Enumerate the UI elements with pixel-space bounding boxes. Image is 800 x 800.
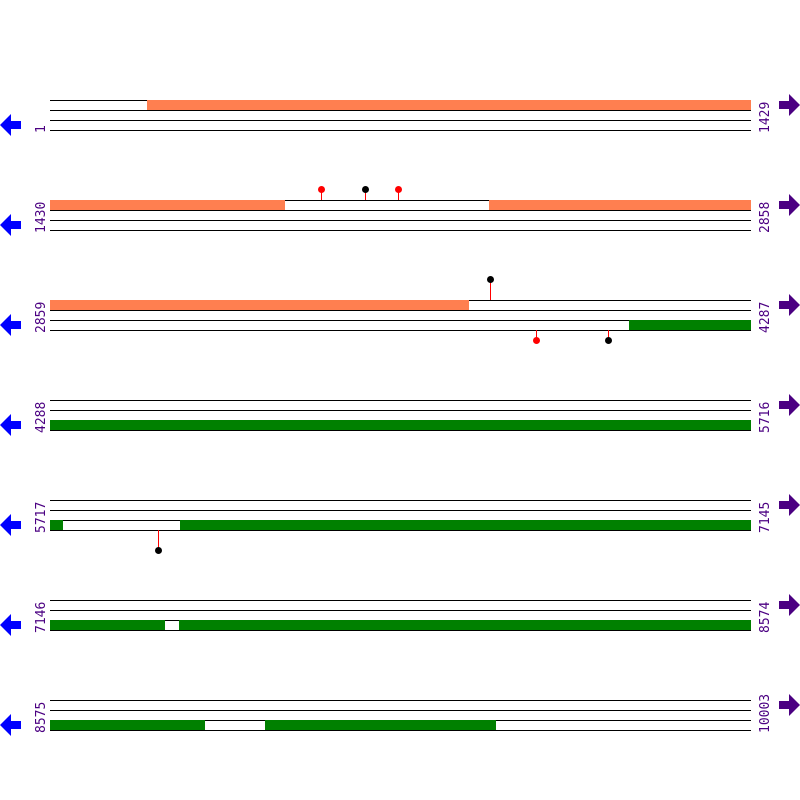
strand-line bbox=[50, 400, 751, 401]
strand-line bbox=[50, 330, 751, 331]
strand-line bbox=[50, 500, 751, 501]
start-position-label: 1 bbox=[34, 125, 49, 133]
pin-stem bbox=[321, 190, 322, 200]
feature-green[interactable] bbox=[629, 320, 751, 330]
end-position-label: 7145 bbox=[758, 501, 773, 533]
arrow-right-icon[interactable] bbox=[779, 394, 800, 416]
strand-line bbox=[50, 320, 751, 321]
feature-green[interactable] bbox=[180, 520, 751, 530]
site-marker-red[interactable] bbox=[318, 186, 325, 193]
start-position-label: 8575 bbox=[34, 701, 49, 733]
arrow-right-icon[interactable] bbox=[779, 694, 800, 716]
feature-green[interactable] bbox=[50, 620, 165, 630]
strand-line bbox=[50, 120, 751, 121]
pin-stem bbox=[490, 280, 491, 300]
strand-line bbox=[50, 230, 751, 231]
strand-line bbox=[50, 610, 751, 611]
arrow-left-icon[interactable] bbox=[0, 114, 22, 136]
feature-orange[interactable] bbox=[147, 100, 751, 110]
pin-stem bbox=[365, 190, 366, 200]
feature-orange[interactable] bbox=[489, 200, 751, 210]
arrow-left-icon[interactable] bbox=[0, 514, 22, 536]
end-position-label: 2858 bbox=[758, 201, 773, 233]
pin-stem bbox=[536, 330, 537, 340]
arrow-left-icon[interactable] bbox=[0, 614, 22, 636]
strand-line bbox=[50, 110, 751, 111]
pin-stem bbox=[608, 330, 609, 340]
strand-line bbox=[50, 310, 751, 311]
end-position-label: 5716 bbox=[758, 401, 773, 433]
feature-green[interactable] bbox=[265, 720, 496, 730]
strand-line bbox=[50, 530, 751, 531]
feature-orange[interactable] bbox=[50, 200, 285, 210]
sequence-row-6 bbox=[0, 600, 800, 660]
arrow-right-icon[interactable] bbox=[779, 494, 800, 516]
strand-line bbox=[50, 700, 751, 701]
feature-green[interactable] bbox=[50, 420, 751, 430]
sequence-row-7 bbox=[0, 700, 800, 760]
sequence-row-5 bbox=[0, 500, 800, 560]
end-position-label: 10003 bbox=[758, 693, 773, 733]
arrow-right-icon[interactable] bbox=[779, 594, 800, 616]
feature-green[interactable] bbox=[50, 520, 63, 530]
strand-line bbox=[50, 220, 751, 221]
site-marker-black[interactable] bbox=[605, 337, 612, 344]
start-position-label: 7146 bbox=[34, 601, 49, 633]
sequence-row-3 bbox=[0, 276, 800, 360]
site-marker-red[interactable] bbox=[395, 186, 402, 193]
strand-line bbox=[50, 710, 751, 711]
strand-line bbox=[50, 210, 751, 211]
sequence-row-1 bbox=[0, 100, 800, 160]
sequence-row-4 bbox=[0, 400, 800, 460]
arrow-left-icon[interactable] bbox=[0, 214, 22, 236]
feature-orange[interactable] bbox=[50, 300, 469, 310]
arrow-right-icon[interactable] bbox=[779, 294, 800, 316]
feature-green[interactable] bbox=[50, 720, 205, 730]
strand-line bbox=[50, 410, 751, 411]
end-position-label: 4287 bbox=[758, 301, 773, 333]
strand-line bbox=[50, 510, 751, 511]
arrow-right-icon[interactable] bbox=[779, 94, 800, 116]
strand-line bbox=[50, 430, 751, 431]
start-position-label: 5717 bbox=[34, 501, 49, 533]
site-marker-red[interactable] bbox=[533, 337, 540, 344]
site-marker-black[interactable] bbox=[362, 186, 369, 193]
strand-line bbox=[50, 600, 751, 601]
feature-green[interactable] bbox=[179, 620, 751, 630]
strand-line bbox=[50, 200, 751, 201]
end-position-label: 1429 bbox=[758, 101, 773, 133]
arrow-right-icon[interactable] bbox=[779, 194, 800, 216]
strand-line bbox=[50, 730, 751, 731]
strand-line bbox=[50, 130, 751, 131]
start-position-label: 4288 bbox=[34, 401, 49, 433]
end-position-label: 8574 bbox=[758, 601, 773, 633]
start-position-label: 1430 bbox=[34, 201, 49, 233]
sequence-row-2 bbox=[0, 186, 800, 260]
site-marker-black[interactable] bbox=[487, 276, 494, 283]
arrow-left-icon[interactable] bbox=[0, 714, 22, 736]
start-position-label: 2859 bbox=[34, 301, 49, 333]
pin-stem bbox=[398, 190, 399, 200]
arrow-left-icon[interactable] bbox=[0, 314, 22, 336]
strand-line bbox=[50, 630, 751, 631]
pin-stem bbox=[158, 530, 159, 548]
site-marker-black[interactable] bbox=[155, 547, 162, 554]
arrow-left-icon[interactable] bbox=[0, 414, 22, 436]
